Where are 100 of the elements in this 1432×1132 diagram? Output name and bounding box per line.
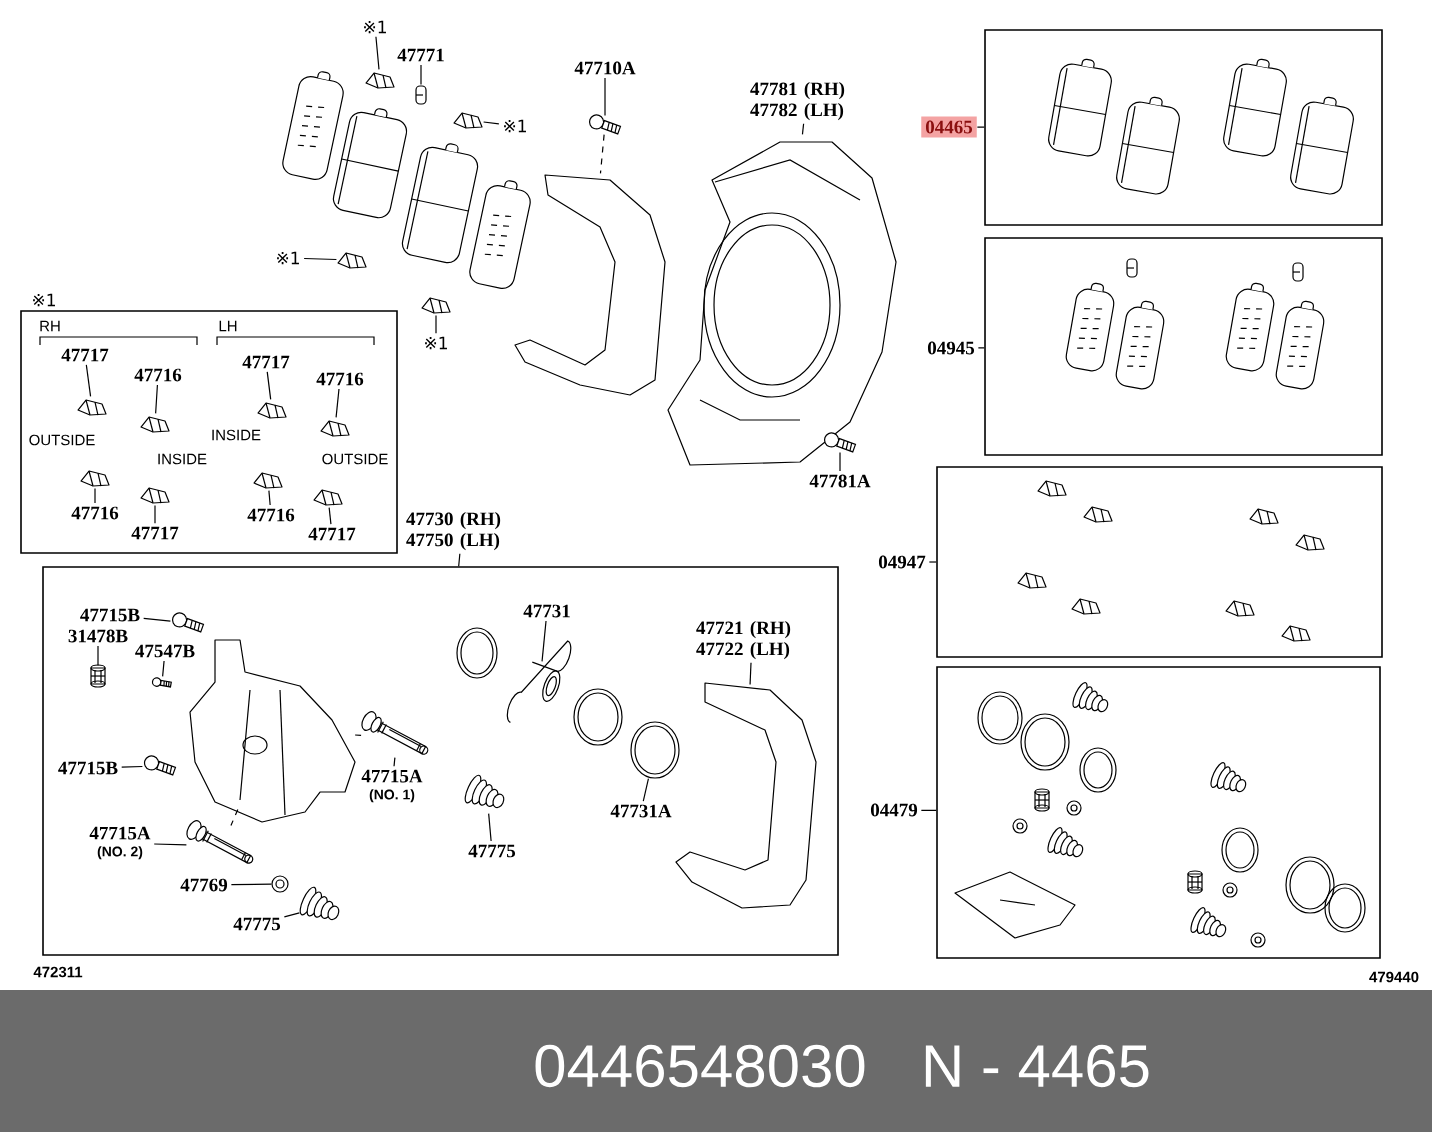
callout-number: 47716 [316,372,364,386]
side-label: INSIDE [158,453,207,465]
callout-number: 47730 (RH) 47750 (LH) [406,511,501,551]
boot-drawing [299,886,340,921]
callout-number: 47547B [135,644,195,658]
leader-line [283,912,300,918]
leader-line [162,660,165,677]
callout-number: 47775 [233,917,281,931]
reference-mark: ※1 [504,119,526,133]
clip-drawing [313,489,343,506]
leader-line [94,488,96,504]
callout-number: 47771 [397,48,444,62]
callout-number: 47715A (NO. 1) [361,769,423,803]
clip-drawing [365,72,395,89]
side-label: LH [219,320,237,332]
leader-line [335,388,340,419]
callout-number: 47775 [468,844,516,858]
leader-line [303,257,337,261]
leader-line [435,315,437,334]
clip-drawing [421,297,451,314]
leader-line [85,364,92,398]
side-label: INSIDE [212,429,261,441]
callout-number: 04479 [871,803,918,817]
kit-box [984,29,1383,226]
footer-text: N - 4465 [925,1044,1149,1088]
drawing-number: 472311 [33,966,83,978]
guide-pin-drawing [361,711,429,755]
callout-number: 47716 [247,508,295,522]
guide-pin-drawing [186,820,254,864]
leader-line [977,347,985,349]
kit-box [936,466,1383,658]
clip-drawing [257,402,287,419]
callout-number: 47731 [523,604,570,618]
drawing-number: 479440 [1369,971,1419,983]
caliper-bracket-drawing [675,682,817,909]
side-label: OUTSIDE [322,453,388,465]
leader-line [268,490,271,506]
clip-drawing [140,416,170,433]
callout-number: 47717 [242,355,290,369]
callout-number: 47715B [58,761,118,775]
leader-line [920,809,937,811]
clip-drawing [253,472,283,489]
caliper-bracket-drawing [514,174,666,396]
callout-number: 04945 [928,341,975,355]
leader-line [153,843,187,846]
leader-line [420,64,422,85]
callout-number: 47781A [809,474,871,488]
leader-line [328,507,332,525]
boot-drawing [464,774,505,809]
leader-line [393,757,396,767]
callout-number: 47715A (NO. 2) [89,826,151,860]
node-label: ※1 [33,293,55,307]
clip-drawing [337,252,367,269]
kit-box [936,666,1381,959]
leader-line [488,813,492,842]
callout-number: 47717 [131,526,179,540]
leader-line [154,505,156,524]
leader-line [143,617,171,622]
bushing-drawing [271,875,289,893]
highlighted-callout: 04465 [921,116,977,138]
bleeder-screw-drawing [151,677,172,688]
clip-drawing [77,399,107,416]
cap-drawing [90,664,106,688]
callout-number: 47769 [180,878,228,892]
callout-number: 04947 [879,555,926,569]
dust-shield-drawing [667,141,897,466]
callout-number: 47717 [308,527,356,541]
leader-line [97,645,99,666]
leader-line [976,126,985,128]
bolt-drawing [823,432,857,453]
callout-number: 47716 [134,368,182,382]
leader-line [839,452,841,472]
leader-line [801,123,805,135]
kit-box [984,237,1383,456]
leader-line [483,121,500,125]
clip-drawing [453,112,483,129]
leader-line [599,134,605,174]
leader-line [642,778,650,802]
callout-number: 47717 [61,348,109,362]
callout-number: 31478B [68,629,128,643]
kit-box [42,566,839,956]
leader-line [155,384,158,414]
callout-number: 47716 [71,506,119,520]
leader-line [375,36,380,70]
clip-drawing [140,487,170,504]
reference-mark: ※1 [425,336,447,350]
clip-drawing [415,85,427,105]
piston-drawing [506,640,572,723]
leader-line [266,371,272,400]
footer-text: 0446548030 [535,1044,865,1088]
callout-number: 47781 (RH) 47782 (LH) [750,81,845,121]
leader-line [230,883,272,886]
bolt-drawing [143,755,177,776]
leader-line [121,765,143,768]
leader-line [458,553,461,567]
callout-number: 47710A [574,61,636,75]
leader-line [541,620,547,662]
snap-ring-drawing [630,721,680,779]
callout-number: 47715B [80,608,140,622]
clip-drawing [320,420,350,437]
